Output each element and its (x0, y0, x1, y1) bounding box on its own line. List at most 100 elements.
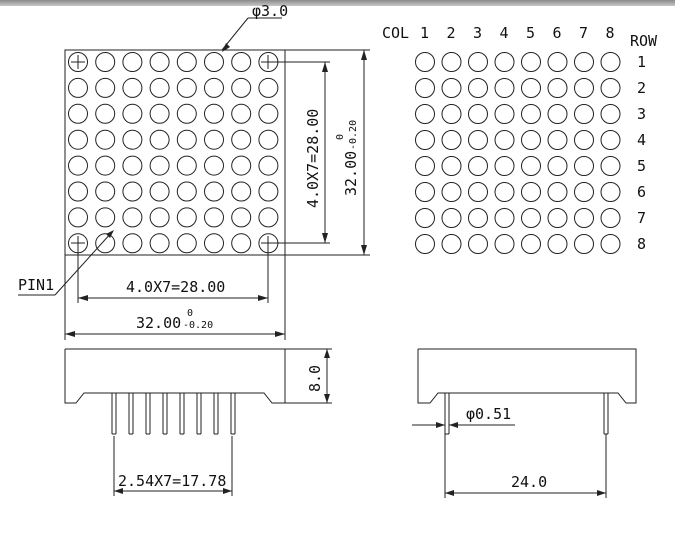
front-led (258, 181, 279, 202)
side-height-dim (285, 348, 332, 404)
front-led (122, 52, 143, 72)
schematic-led (494, 78, 515, 98)
front-led (231, 207, 252, 228)
pin-dia-label: φ0.51 (466, 405, 511, 423)
schematic-led (547, 104, 568, 124)
horizontal-pitch-dim (77, 243, 269, 303)
width-tol-upper: 0 (187, 308, 193, 319)
schematic-led (415, 130, 435, 150)
pin-pitch-dim (113, 436, 233, 496)
schematic-led (441, 104, 462, 124)
schematic-led (415, 52, 435, 72)
col-label: COL (382, 24, 409, 42)
row-number: 3 (637, 105, 646, 123)
vertical-pitch-dim (275, 61, 330, 244)
corner-marks (71, 55, 275, 250)
side-pins (111, 393, 236, 435)
front-led (122, 103, 143, 124)
front-led (231, 103, 252, 124)
front-led (258, 155, 279, 176)
front-led (149, 207, 170, 228)
schematic-led (468, 208, 488, 228)
schematic-led (600, 234, 621, 254)
schematic-led (494, 182, 515, 202)
front-led (149, 181, 170, 202)
front-led (95, 207, 116, 228)
front-led (149, 103, 170, 124)
height-tol-lower: -0.20 (348, 120, 359, 150)
schematic-led (574, 104, 594, 124)
schematic-led (468, 52, 488, 72)
col-number: 5 (526, 24, 535, 42)
schematic-led (521, 182, 541, 202)
front-led (68, 103, 88, 124)
schematic-led (547, 78, 568, 98)
schematic-led (494, 156, 515, 176)
row-number: 8 (637, 235, 646, 253)
row-label: ROW (630, 32, 658, 50)
schematic-led (494, 52, 515, 72)
schematic-led (494, 130, 515, 150)
schematic-led (441, 182, 462, 202)
front-led (68, 155, 88, 176)
front-led (68, 207, 88, 228)
schematic-led (494, 208, 515, 228)
schematic-led (547, 208, 568, 228)
schematic-led (494, 104, 515, 124)
schematic-led (547, 52, 568, 72)
front-led (149, 77, 170, 98)
schematic-led (468, 130, 488, 150)
front-led (95, 181, 116, 202)
front-led (204, 181, 224, 202)
schematic-led (574, 234, 594, 254)
window-top-edge (0, 0, 675, 6)
schematic-led (521, 130, 541, 150)
schematic-led (521, 208, 541, 228)
schematic-led (415, 182, 435, 202)
hole-dia-leader (221, 17, 282, 52)
schematic-led (415, 78, 435, 98)
col-number: 2 (447, 24, 456, 42)
front-led (68, 129, 88, 150)
front-led (258, 207, 279, 228)
schematic-led (574, 156, 594, 176)
front-led (95, 129, 116, 150)
front-led (231, 129, 252, 150)
front-led (95, 52, 116, 72)
front-led (258, 103, 279, 124)
schematic-led (521, 104, 541, 124)
front-led (149, 52, 170, 72)
schematic-led (441, 156, 462, 176)
col-number: 7 (579, 24, 588, 42)
front-led (122, 233, 143, 254)
front-led (204, 52, 224, 72)
schematic-led (547, 182, 568, 202)
schematic-led (468, 104, 488, 124)
row-number: 4 (637, 131, 646, 149)
front-led (258, 77, 279, 98)
front-led (68, 77, 88, 98)
vertical-pitch-label: 4.0X7=28.00 (304, 109, 322, 208)
schematic-led (468, 78, 488, 98)
schematic-led (441, 52, 462, 72)
front-led (231, 52, 252, 72)
front-led (122, 77, 143, 98)
side-view-right (417, 348, 637, 404)
schematic-led (521, 78, 541, 98)
schematic-led (547, 234, 568, 254)
schematic-led (600, 78, 621, 98)
front-led (176, 181, 197, 202)
front-led (176, 233, 197, 254)
schematic-led (521, 234, 541, 254)
schematic-led (441, 208, 462, 228)
schematic-led (574, 52, 594, 72)
front-led (68, 181, 88, 202)
schematic-led (600, 156, 621, 176)
front-led (176, 155, 197, 176)
schematic-led (415, 234, 435, 254)
col-number: 8 (606, 24, 615, 42)
schematic-led (574, 78, 594, 98)
schematic-led (600, 130, 621, 150)
